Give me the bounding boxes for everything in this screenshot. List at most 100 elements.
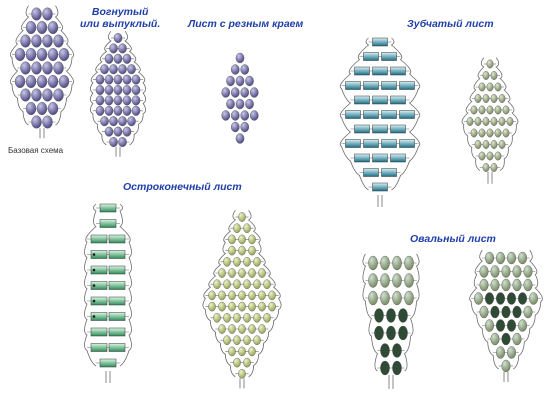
wire-left (84, 203, 97, 367)
bead (14, 74, 26, 88)
bead (118, 64, 127, 75)
bead (482, 117, 490, 126)
bead (230, 121, 240, 133)
bead (248, 301, 256, 312)
bead (113, 53, 123, 64)
bead (518, 251, 528, 265)
bead (240, 121, 250, 133)
bead (512, 332, 522, 346)
wire-left (339, 37, 370, 191)
bead (213, 279, 221, 289)
bugle-bead (345, 110, 361, 119)
bead (502, 105, 510, 115)
bead (228, 290, 236, 301)
bead (485, 319, 495, 332)
title-pointed-leaf: Остроконечный лист (123, 181, 242, 193)
bead (486, 82, 494, 92)
bead (243, 257, 251, 267)
bead (398, 308, 408, 323)
bead (248, 234, 256, 245)
bead (374, 308, 384, 323)
bugle-bead (381, 81, 397, 90)
bead (104, 105, 114, 116)
bead (263, 313, 271, 323)
bugle-bead (345, 139, 361, 148)
bead (109, 136, 118, 147)
bead (498, 94, 506, 103)
bugle-bead (363, 81, 379, 90)
bugle-bead (381, 139, 397, 148)
bugle-bead (390, 66, 406, 76)
bead (42, 88, 53, 102)
bead (518, 319, 528, 332)
bead (233, 279, 241, 289)
bead (218, 290, 226, 301)
bead (268, 290, 276, 301)
diagram-concave-leaf (90, 30, 146, 157)
bead (127, 116, 136, 127)
bead (490, 117, 498, 126)
bead (36, 74, 48, 88)
bead (245, 75, 254, 87)
bead (58, 74, 70, 88)
bead (268, 301, 276, 312)
bead (494, 151, 502, 161)
bead (494, 128, 502, 138)
bead (233, 257, 241, 267)
bead (478, 151, 486, 161)
bead (25, 101, 37, 115)
bead (109, 43, 118, 54)
bead (230, 87, 240, 98)
bead (238, 212, 246, 222)
bead (31, 7, 42, 21)
bead (95, 74, 105, 85)
bead (498, 140, 506, 149)
bead (496, 319, 506, 332)
bead (14, 48, 26, 62)
bugle-bead (363, 110, 379, 119)
bead (238, 245, 246, 256)
bead (368, 273, 378, 288)
bead (501, 265, 511, 278)
bugle-bead (108, 296, 126, 306)
bead (221, 87, 231, 98)
bead (218, 301, 226, 312)
bead (228, 301, 236, 312)
bead (100, 64, 109, 75)
bugle-bead (372, 182, 388, 192)
wire-left (461, 57, 485, 171)
bead (122, 126, 132, 137)
bugle-bead (354, 95, 370, 105)
bead (36, 48, 48, 62)
bead (479, 305, 489, 319)
bead (478, 128, 486, 138)
bugle-bead (99, 358, 117, 368)
bead (482, 94, 490, 103)
bead (228, 346, 236, 357)
bead (507, 319, 517, 332)
bead (485, 292, 495, 305)
bugle-bead (108, 265, 126, 275)
bead (113, 95, 123, 106)
diagram-oval-leaf-1 (362, 253, 420, 389)
bugle-bead (390, 95, 406, 105)
bead (47, 48, 59, 62)
wire-left (469, 249, 499, 370)
bead (228, 245, 236, 256)
bead (479, 265, 489, 278)
bugle-bead (108, 343, 126, 352)
bead-dot (92, 268, 96, 272)
bead (131, 105, 141, 116)
bead (386, 308, 396, 323)
bead (479, 278, 489, 292)
bead-dot (92, 299, 96, 303)
bugle-bead (381, 168, 397, 177)
bead (238, 324, 246, 334)
bead (208, 290, 216, 301)
bead (398, 325, 408, 341)
bead (392, 255, 402, 271)
bead (53, 61, 64, 75)
bead (109, 116, 118, 127)
bugle-bead (108, 312, 126, 321)
bead (240, 110, 250, 121)
